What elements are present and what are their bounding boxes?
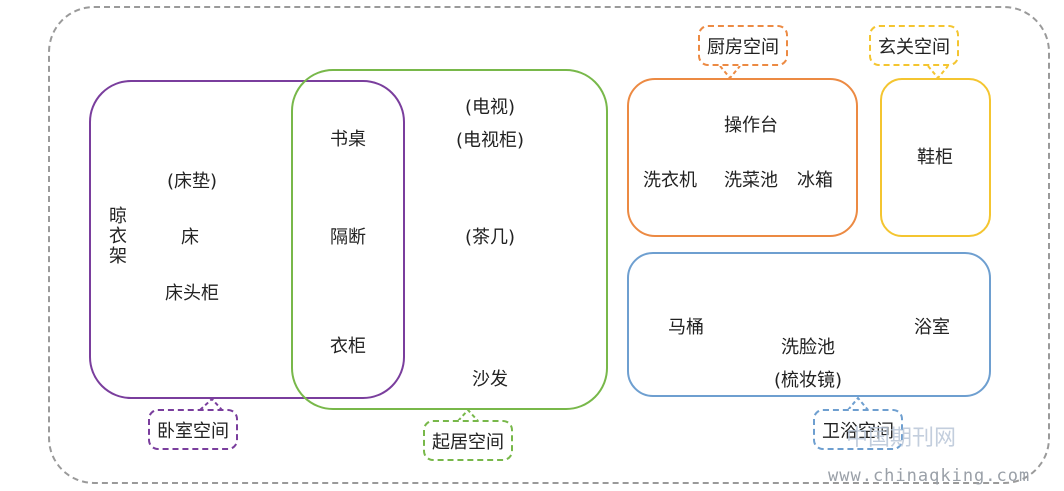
bathroom-region xyxy=(627,252,991,397)
drying-rack-label: 晾衣架 xyxy=(106,206,127,266)
vanity-mirror-label: (梳妆镜) xyxy=(773,370,843,391)
fridge-label: 冰箱 xyxy=(797,170,833,191)
tv-label: (电视) xyxy=(464,97,516,118)
shoe-cabinet-label: 鞋柜 xyxy=(917,147,953,168)
washing-machine-label: 洗衣机 xyxy=(643,170,697,191)
partition-label: 隔断 xyxy=(330,227,366,248)
watermark-url: www.chinaqking.com xyxy=(828,466,1031,486)
shower-label: 浴室 xyxy=(914,317,950,338)
entrance-region xyxy=(880,78,991,237)
tv-cabinet-label: (电视柜) xyxy=(455,130,525,151)
mattress-label: (床垫) xyxy=(166,171,218,192)
nightstand-label: 床头柜 xyxy=(165,283,219,304)
bed-label: 床 xyxy=(181,227,199,248)
desk-label: 书桌 xyxy=(330,129,366,150)
sink-label: 洗菜池 xyxy=(724,170,778,191)
washbasin-label: 洗脸池 xyxy=(781,337,835,358)
kitchen-tag: 厨房空间 xyxy=(698,25,788,66)
kitchen-region xyxy=(627,78,858,237)
watermark-name: 中国期刊网 xyxy=(846,426,957,451)
entrance-tag: 玄关空间 xyxy=(869,25,959,66)
living-tag: 起居空间 xyxy=(423,420,513,461)
coffee-table-label: (茶几) xyxy=(464,227,516,248)
sofa-label: 沙发 xyxy=(472,369,508,390)
house-outline xyxy=(48,6,1050,484)
wardrobe-label: 衣柜 xyxy=(330,336,366,357)
living-region xyxy=(291,69,608,410)
bathroom-tag: 卫浴空间 xyxy=(813,409,903,450)
counter-label: 操作台 xyxy=(724,115,778,136)
toilet-label: 马桶 xyxy=(668,317,704,338)
bedroom-tag: 卧室空间 xyxy=(148,409,238,450)
bedroom-region xyxy=(89,80,405,399)
